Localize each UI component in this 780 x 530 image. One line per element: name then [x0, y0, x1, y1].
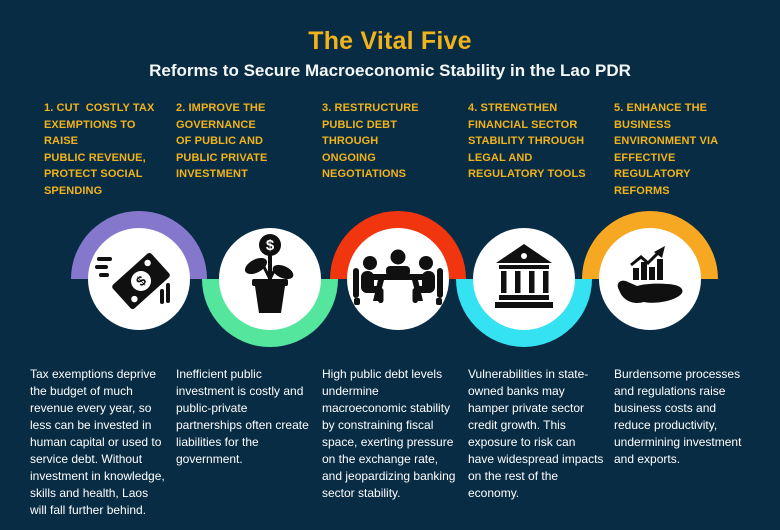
hand-growth-chart-icon: [617, 246, 683, 303]
step-1-ring: $: [71, 211, 207, 330]
heading-step-1: 1. CUT COSTLY TAX EXEMPTIONS TO RAISE PU…: [44, 102, 155, 197]
flying-money-icon: $: [95, 252, 170, 310]
body-step-2: Inefficient public investment is costly …: [176, 367, 309, 467]
step-3-ring: [330, 211, 466, 330]
heading-step-4: 4. STRENGTHEN FINANCIAL SECTOR STABILITY…: [468, 102, 586, 180]
body-step-1: Tax exemptions deprive the budget of muc…: [30, 367, 165, 518]
step-5-ring: [582, 211, 718, 330]
headings-row: 1. CUT COSTLY TAX EXEMPTIONS TO RAISE PU…: [0, 100, 780, 199]
body-step-4: Vulnerabilities in state-owned banks may…: [468, 367, 604, 501]
step-2-ring: $: [202, 228, 338, 347]
step-4-ring: [456, 228, 592, 347]
circle-chain-graphic: $ $: [71, 211, 718, 347]
svg-text:$: $: [266, 237, 275, 254]
bank-building-icon: [495, 244, 553, 308]
body-row: Tax exemptions deprive the budget of muc…: [0, 366, 780, 519]
body-step-3: High public debt levels undermine macroe…: [322, 367, 456, 501]
heading-step-5: 5. ENHANCE THE BUSINESS ENVIRONMENT VIA …: [614, 102, 719, 197]
negotiation-table-icon: [353, 249, 443, 305]
money-plant-icon: $: [244, 234, 294, 313]
heading-step-2: 2. IMPROVE THE GOVERNANCE OF PUBLIC AND …: [176, 102, 268, 180]
heading-step-3: 3. RESTRUCTURE PUBLIC DEBT THROUGH ONGOI…: [322, 102, 419, 180]
page-title: The Vital Five: [308, 27, 472, 55]
body-step-5: Burdensome processes and regulations rai…: [614, 367, 742, 467]
page-subtitle: Reforms to Secure Macroeconomic Stabilit…: [149, 61, 631, 80]
